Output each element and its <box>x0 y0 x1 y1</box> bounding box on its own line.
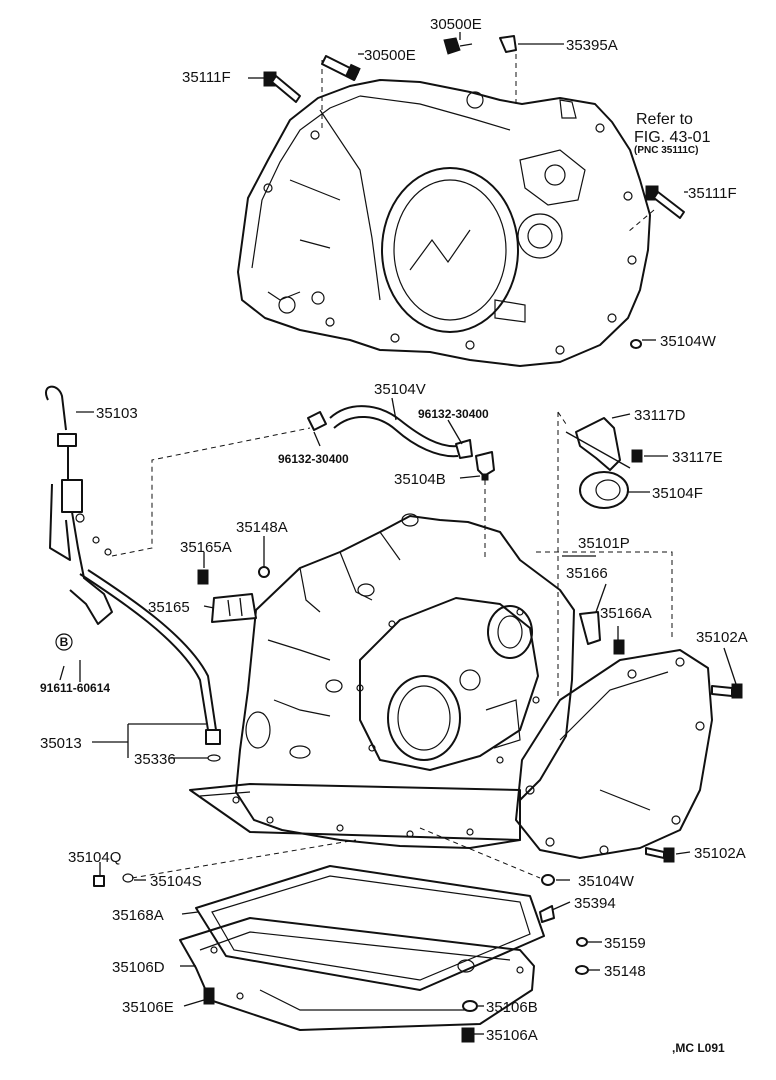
bolt-35111F-right <box>645 185 685 219</box>
label-35166: 35166 <box>566 565 608 582</box>
label-35159: 35159 <box>604 935 646 952</box>
label-35111F-right: 35111F <box>688 185 737 202</box>
hose-35104V <box>307 405 473 459</box>
plug-35104W-top <box>630 339 642 349</box>
label-30500E-lower: 30500E <box>364 47 416 64</box>
label-35013: 35013 <box>40 735 82 752</box>
plug-35394 <box>539 905 555 923</box>
label-35336: 35336 <box>134 751 176 768</box>
bolt-33117E <box>631 449 643 463</box>
label-35104W-top: 35104W <box>660 333 717 350</box>
gasket-35168A <box>195 865 545 991</box>
label-35104V: 35104V <box>374 381 426 398</box>
label-35102A-upper: 35102A <box>696 629 748 646</box>
marker-circle <box>55 633 73 651</box>
label-35168A: 35168A <box>112 907 164 924</box>
washer-35159 <box>576 937 588 947</box>
clip-35395A <box>499 35 517 53</box>
reference-line1: Refer to <box>636 111 693 128</box>
label-30500E-upper: 30500E <box>430 16 482 33</box>
label-33117E: 33117E <box>672 449 723 466</box>
label-33117D: 33117D <box>634 407 686 424</box>
cover-35165 <box>211 593 257 623</box>
label-35106D: 35106D <box>112 959 165 976</box>
label-35104S: 35104S <box>150 873 202 890</box>
label-35106E: 35106E <box>122 999 174 1016</box>
label-96132-left: 96132-30400 <box>278 452 349 466</box>
reference-line3: (PNC 35111C) <box>634 145 698 156</box>
oil-seal-35104F <box>579 471 629 509</box>
bolt-35102A-upper <box>711 683 743 699</box>
dipstick-tube-35013 <box>79 569 221 745</box>
bolt-35166A <box>613 639 625 655</box>
washer-35148 <box>575 965 589 975</box>
washer-35106B <box>462 1000 478 1012</box>
bracket-33117D <box>565 417 631 471</box>
reference-line2: FIG. 43-01 <box>634 129 711 146</box>
washer-35104S <box>122 873 134 883</box>
bolt-30500E-upper <box>443 37 473 55</box>
bolt-30500E-lower <box>321 55 361 81</box>
label-35394: 35394 <box>574 895 616 912</box>
label-35104W-bottom: 35104W <box>578 873 635 890</box>
oil-pan-35106D <box>179 917 535 1031</box>
plug-35104Q <box>93 875 105 887</box>
label-35106B: 35106B <box>486 999 538 1016</box>
union-35104B <box>475 451 495 481</box>
label-35165: 35165 <box>148 599 190 616</box>
label-35148: 35148 <box>604 963 646 980</box>
label-35106A: 35106A <box>486 1027 538 1044</box>
leader-lines <box>59 32 737 1035</box>
label-35104Q: 35104Q <box>68 849 121 866</box>
marker-label: B <box>60 635 69 649</box>
label-35148A: 35148A <box>236 519 288 536</box>
bolt-35102A-lower <box>645 847 675 863</box>
label-96132-right: 96132-30400 <box>418 407 489 421</box>
label-35102A-lower: 35102A <box>694 845 746 862</box>
label-35111F-left: 35111F <box>182 69 231 86</box>
cover-35166 <box>579 611 601 645</box>
label-35104B: 35104B <box>394 471 446 488</box>
transaxle-case-35101P <box>189 513 575 849</box>
label-35103: 35103 <box>96 405 138 422</box>
plug-35148A <box>258 566 270 578</box>
label-35101P: 35101P <box>578 535 630 552</box>
label-35165A: 35165A <box>180 539 232 556</box>
footer-code: ,MC L091 <box>672 1041 725 1055</box>
bolt-35111F-left <box>263 71 301 103</box>
plug-35106A <box>461 1027 475 1043</box>
bolt-35106E <box>203 987 215 1005</box>
bolt-35165A <box>197 569 209 585</box>
plug-35104W-bottom <box>541 874 555 886</box>
o-ring-35336 <box>207 754 221 762</box>
transaxle-housing <box>237 79 651 367</box>
label-35166A: 35166A <box>600 605 652 622</box>
label-91611-60614: 91611-60614 <box>40 681 110 695</box>
label-35395A: 35395A <box>566 37 618 54</box>
label-35104F: 35104F <box>652 485 703 502</box>
dipstick-35103 <box>45 385 113 625</box>
extension-housing <box>515 649 713 859</box>
